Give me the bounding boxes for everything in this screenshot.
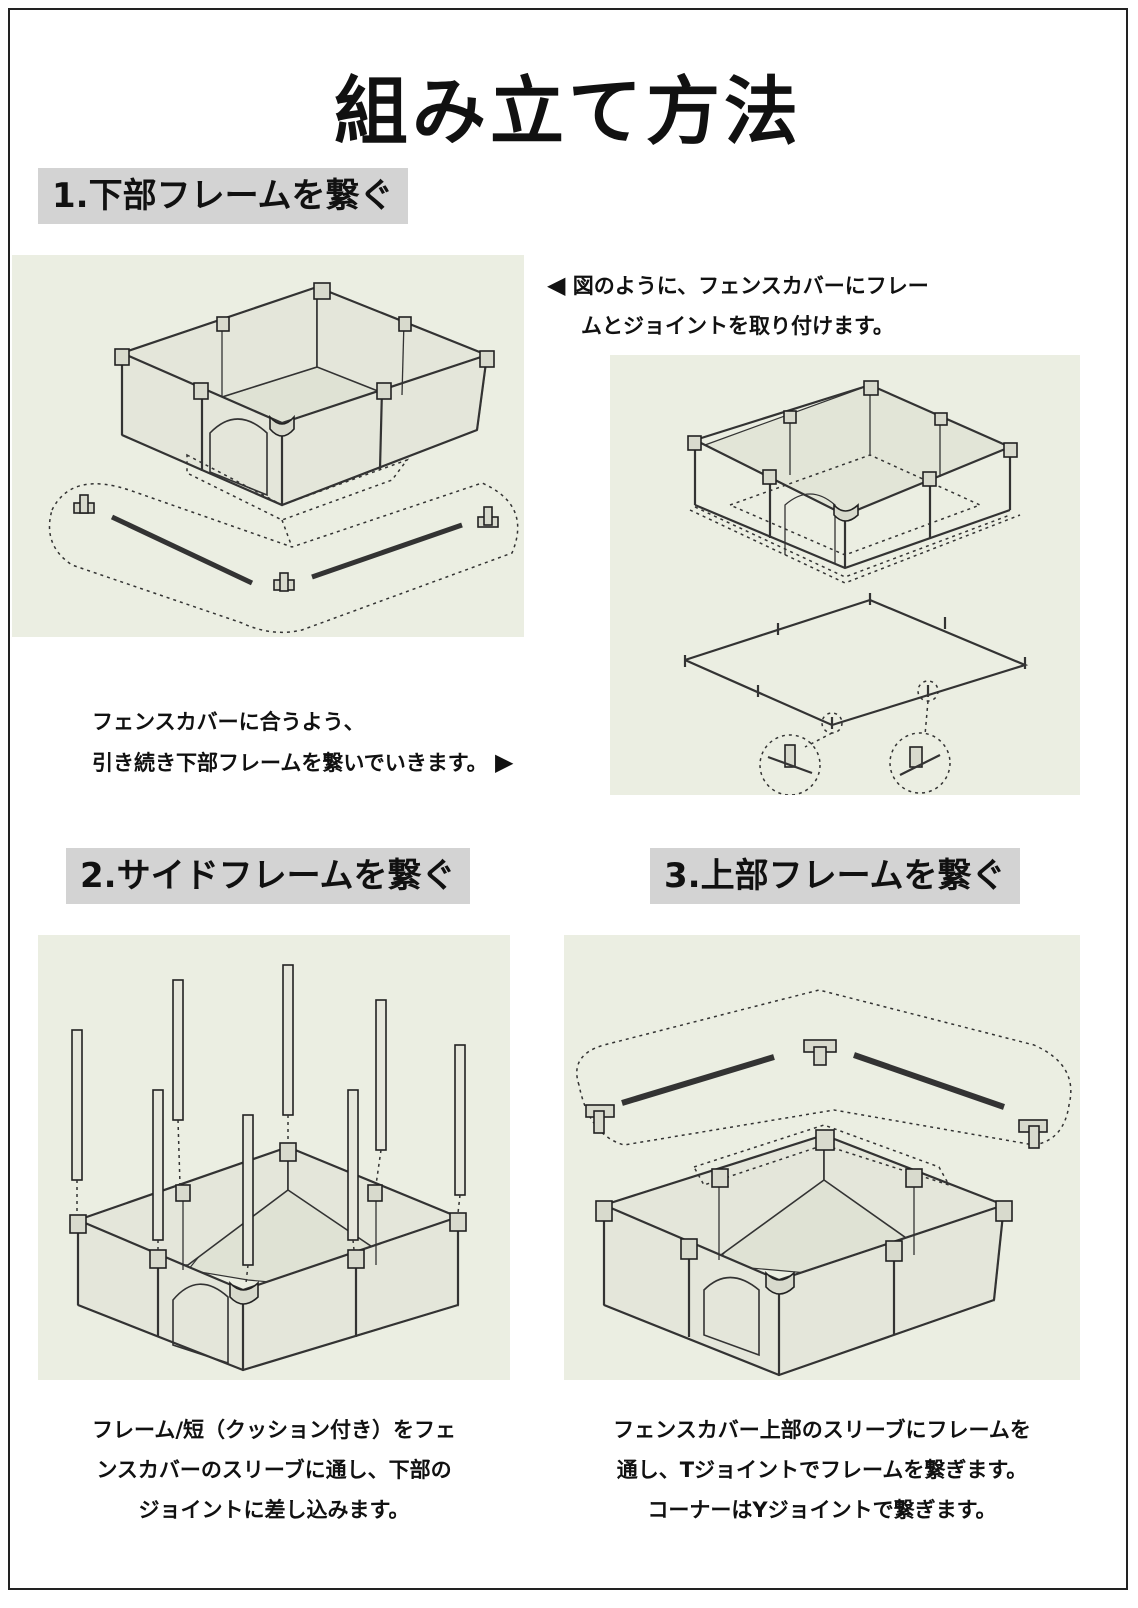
caption-line: ジョイントに差し込みます。 — [138, 1498, 410, 1522]
top-frame-connection-diagram — [576, 989, 1072, 1377]
step-1-illustration-playpen — [12, 255, 524, 637]
right-arrow-icon: ▶ — [494, 748, 514, 776]
step-3-heading: 3.上部フレームを繋ぐ — [650, 848, 1020, 904]
playpen-transparent-frame-diagram — [683, 380, 1029, 795]
caption-line: ンスカバーのスリーブに通し、下部の — [96, 1458, 452, 1482]
step-2-caption: フレーム/短（クッション付き）をフェ ンスカバーのスリーブに通し、下部の ジョイ… — [38, 1410, 510, 1530]
playpen-bottom-frame-diagram — [48, 282, 519, 634]
step-3-caption: フェンスカバー上部のスリーブにフレームを 通し、Tジョイントでフレームを繋ぎます… — [564, 1410, 1080, 1530]
step-1-heading: 1.下部フレームを繋ぐ — [38, 168, 408, 224]
caption-line: コーナーはYジョイントで繋ぎます。 — [647, 1498, 997, 1522]
caption-line: 引き続き下部フレームを繋いでいきます。 — [92, 751, 488, 775]
step-2-heading: 2.サイドフレームを繋ぐ — [66, 848, 470, 904]
caption-line: フレーム/短（クッション付き）をフェ — [91, 1418, 457, 1442]
step-1-caption-top: ◀ 図のように、フェンスカバーにフレー ムとジョイントを取り付けます。 — [547, 265, 1047, 346]
instruction-sheet: 組み立て方法 1.下部フレームを繋ぐ — [8, 8, 1128, 1590]
page-title: 組み立て方法 — [334, 69, 802, 155]
step-1-caption-bottom: フェンスカバーに合うよう、 引き続き下部フレームを繋いでいきます。 ▶ — [92, 702, 622, 783]
step-3-illustration — [564, 935, 1080, 1380]
caption-line: 通し、Tジョイントでフレームを繋ぎます。 — [616, 1458, 1028, 1482]
caption-line: 図のように、フェンスカバーにフレー — [572, 274, 929, 298]
caption-line: フェンスカバー上部のスリーブにフレームを — [613, 1418, 1031, 1442]
side-frame-insertion-diagram — [69, 964, 467, 1372]
step-2-illustration — [38, 935, 510, 1380]
caption-line: フェンスカバーに合うよう、 — [92, 710, 365, 734]
step-1-illustration-frame-overview — [610, 355, 1080, 795]
left-arrow-icon: ◀ — [547, 271, 566, 299]
caption-line: ムとジョイントを取り付けます。 — [581, 314, 894, 338]
